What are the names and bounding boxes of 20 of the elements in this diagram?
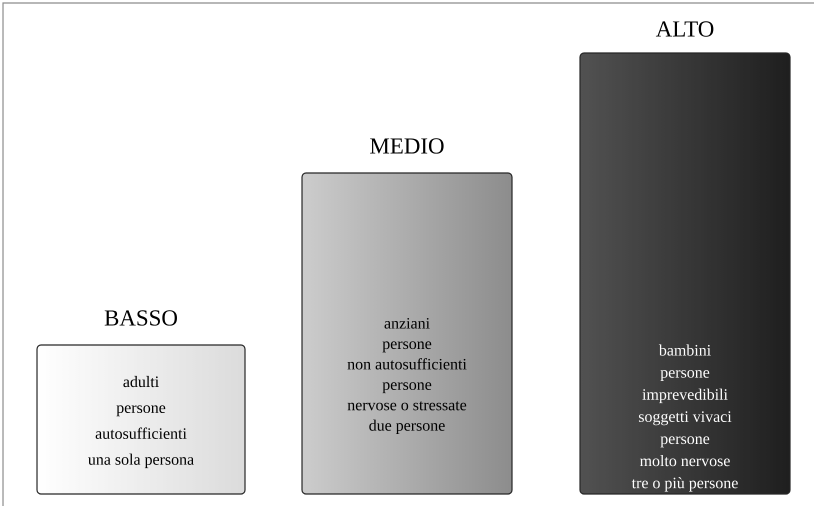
body-text: soggetti vivaci — [638, 411, 732, 426]
body-text: nervose o stressate — [348, 401, 466, 410]
body-text: due persone — [369, 420, 445, 434]
body-text: persone — [660, 436, 710, 448]
body-text: persone — [382, 341, 432, 352]
body-text: molto nervose — [640, 455, 730, 466]
body-text: adulti — [123, 376, 159, 388]
body-text: persone — [660, 370, 710, 381]
body-text: persone — [116, 405, 166, 416]
body-text: tre o più persone — [632, 477, 738, 492]
body-text: non autosufficienti — [348, 358, 467, 370]
level-heading: MEDIO — [370, 138, 444, 154]
body-text: una sola persona — [88, 454, 194, 468]
body-text: imprevedibili — [642, 388, 728, 404]
body-text: bambini — [658, 344, 711, 356]
body-text: persone — [382, 382, 432, 394]
level-heading: ALTO — [656, 21, 714, 37]
body-text: autosufficienti — [96, 428, 187, 439]
body-text: anziani — [384, 318, 430, 329]
level-heading: BASSO — [104, 310, 177, 326]
